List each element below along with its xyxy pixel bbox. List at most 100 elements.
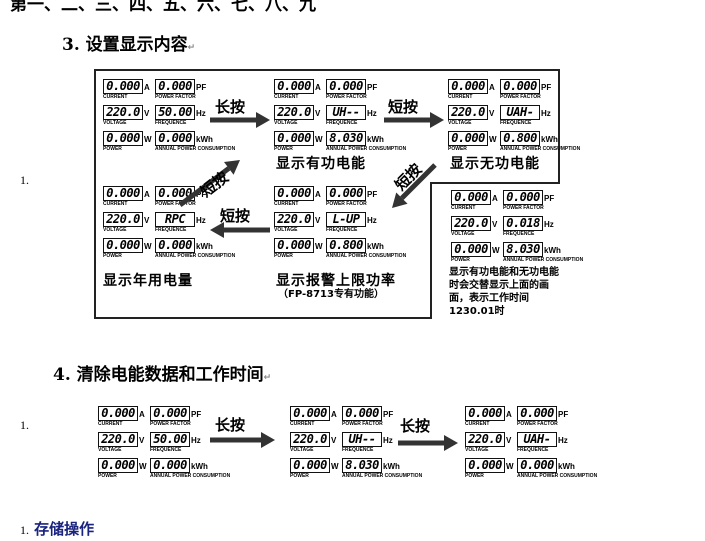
field-label: VOLTAGE [98, 447, 122, 453]
field-label: VOLTAGE [448, 120, 472, 126]
unit-label: kWh [383, 462, 400, 471]
unit-label: kWh [541, 135, 558, 144]
field-label: POWER FACTOR [155, 94, 196, 100]
unit-label: W [144, 242, 152, 251]
field-label: POWER [103, 146, 122, 152]
field-label: CURRENT [465, 421, 490, 427]
field-label: ANNUAL POWER CONSUMPTION [155, 146, 236, 152]
segment-display-hz: 50.00 [150, 432, 190, 447]
segment-display-power: 0.000 [103, 238, 143, 253]
field-label: POWER FACTOR [326, 94, 367, 100]
unit-label: A [489, 83, 495, 92]
segment-display-pf: 0.000 [150, 406, 190, 421]
field-label: FREQUENCE [500, 120, 532, 126]
field-label: POWER FACTOR [150, 421, 191, 427]
unit-label: PF [196, 83, 207, 92]
field-label: POWER FACTOR [155, 201, 196, 207]
field-label: FREQUENCE [150, 447, 182, 453]
segment-display-power: 0.000 [448, 131, 488, 146]
segment-display-voltage: 220.0 [465, 432, 505, 447]
segment-display-hz: 0.018 [503, 216, 543, 231]
field-label: VOLTAGE [451, 231, 475, 237]
unit-label: kWh [191, 462, 208, 471]
unit-label: V [315, 109, 321, 118]
field-label: VOLTAGE [274, 227, 298, 233]
segment-display-energy: 0.000 [155, 131, 195, 146]
segment-display-pf: 0.000 [517, 406, 557, 421]
section3-list-number: 1. [20, 173, 29, 187]
field-label: POWER [451, 257, 470, 263]
segment-display-current: 0.000 [103, 186, 143, 201]
unit-label: W [139, 462, 147, 471]
segment-display-power: 0.000 [451, 242, 491, 257]
unit-label: V [315, 216, 321, 225]
segment-display-voltage: 220.0 [451, 216, 491, 231]
unit-label: PF [191, 410, 202, 419]
caption-alternate-note: 显示有功电能和无功电能时会交替显示上面的画面，表示工作时间1230.01时 [449, 267, 559, 317]
section4-list-number: 1. [20, 418, 29, 432]
section4-title: 4. 清除电能数据和工作时间↵ [53, 365, 272, 385]
segment-display-hz: UAH- [517, 432, 557, 447]
unit-label: A [139, 410, 145, 419]
segment-display-energy: 0.000 [150, 458, 190, 473]
segment-display-current: 0.000 [465, 406, 505, 421]
unit-label: PF [541, 83, 552, 92]
unit-label: V [144, 109, 150, 118]
segment-display-pf: 0.000 [326, 186, 366, 201]
section3-title: 3. 设置显示内容↵ [62, 35, 196, 55]
caption-fp8713-note: （FP-8713专有功能） [278, 289, 384, 300]
unit-label: A [506, 410, 512, 419]
unit-label: PF [383, 410, 394, 419]
field-label: CURRENT [274, 201, 299, 207]
unit-label: Hz [367, 216, 377, 225]
segment-display-energy: 8.030 [342, 458, 382, 473]
arrow-label-long-press: 长按 [400, 417, 431, 435]
field-label: POWER FACTOR [326, 201, 367, 207]
unit-label: V [139, 436, 145, 445]
segment-display-hz: UAH- [500, 105, 540, 120]
unit-label: V [489, 109, 495, 118]
arrow-label-long-press: 长按 [215, 416, 246, 434]
segment-display-current: 0.000 [103, 79, 143, 94]
segment-display-pf: 0.000 [155, 79, 195, 94]
caption-annual-consumption: 显示年用电量 [103, 273, 193, 289]
arrow-label-long-press: 长按 [215, 98, 246, 116]
unit-label: Hz [196, 109, 206, 118]
segment-display-power: 0.000 [290, 458, 330, 473]
unit-label: V [492, 220, 498, 229]
segment-display-hz: L-UP [326, 212, 366, 227]
field-label: FREQUENCE [517, 447, 549, 453]
field-label: POWER [274, 146, 293, 152]
segment-display-hz: 50.00 [155, 105, 195, 120]
unit-label: W [492, 246, 500, 255]
unit-label: W [331, 462, 339, 471]
segment-display-voltage: 220.0 [274, 105, 314, 120]
field-label: VOLTAGE [290, 447, 314, 453]
field-label: POWER FACTOR [500, 94, 541, 100]
segment-display-power: 0.000 [103, 131, 143, 146]
arrow-label-short-press: 短按 [220, 207, 251, 225]
caption-reactive-energy: 显示无功电能 [450, 156, 540, 172]
field-label: ANNUAL POWER CONSUMPTION [500, 146, 581, 152]
unit-label: kWh [367, 135, 384, 144]
unit-label: W [506, 462, 514, 471]
unit-label: W [489, 135, 497, 144]
arrow-head [444, 435, 458, 451]
unit-label: W [315, 135, 323, 144]
segment-display-pf: 0.000 [326, 79, 366, 94]
segment-display-hz: RPC [155, 212, 195, 227]
unit-label: W [144, 135, 152, 144]
field-label: CURRENT [103, 94, 128, 100]
segment-display-voltage: 220.0 [290, 432, 330, 447]
field-label: FREQUENCE [326, 227, 358, 233]
segment-display-power: 0.000 [98, 458, 138, 473]
segment-display-energy: 0.000 [517, 458, 557, 473]
arrow-label-short-press: 短按 [388, 98, 419, 116]
segment-display-pf: 0.000 [155, 186, 195, 201]
